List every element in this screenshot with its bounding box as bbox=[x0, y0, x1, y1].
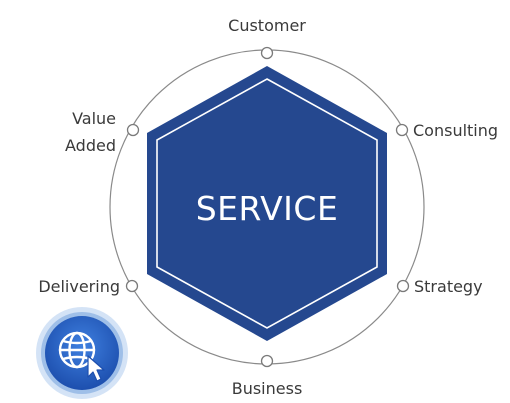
node-label-delivering: Delivering bbox=[38, 277, 120, 296]
node-dot-customer bbox=[260, 46, 274, 60]
service-hexagon-inner-outline bbox=[156, 78, 378, 329]
cursor-arrow-icon bbox=[87, 355, 105, 382]
node-label-value-added-line2: Added bbox=[65, 136, 116, 155]
node-label-value-added-line1: Value bbox=[72, 109, 116, 128]
node-label-business: Business bbox=[232, 379, 303, 398]
node-label-customer: Customer bbox=[228, 16, 306, 35]
node-dot-consulting bbox=[395, 123, 409, 137]
node-dot-value-added bbox=[126, 123, 140, 137]
node-label-consulting: Consulting bbox=[413, 121, 498, 140]
center-label: SERVICE bbox=[196, 189, 339, 228]
node-dot-strategy bbox=[396, 279, 410, 293]
service-hexagon bbox=[147, 66, 387, 341]
node-dot-delivering bbox=[125, 279, 139, 293]
node-label-strategy: Strategy bbox=[414, 277, 483, 296]
globe-cursor-badge bbox=[36, 307, 128, 399]
node-dot-business bbox=[260, 354, 274, 368]
